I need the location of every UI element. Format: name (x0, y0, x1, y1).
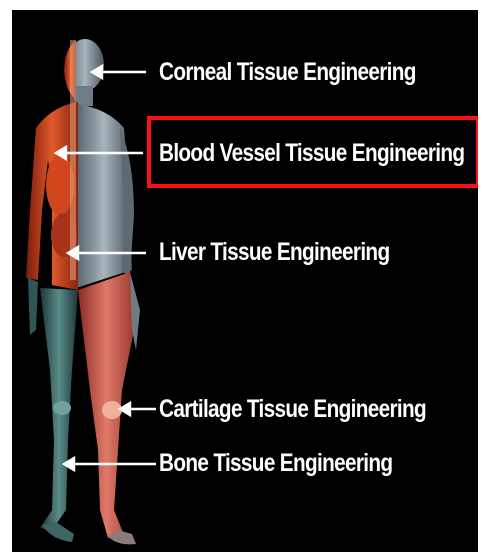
label-bone: Bone Tissue Engineering (159, 451, 392, 476)
corneal-arrow (92, 66, 146, 78)
label-cartilage: Cartilage Tissue Engineering (159, 397, 426, 422)
label-blood-vessel: Blood Vessel Tissue Engineering (159, 141, 464, 166)
cartilage-arrow (120, 403, 156, 415)
label-liver: Liver Tissue Engineering (159, 240, 389, 265)
label-corneal: Corneal Tissue Engineering (159, 60, 416, 85)
figure-frame: Corneal Tissue Engineering Blood Vessel … (12, 10, 478, 552)
skeleton-leg (28, 278, 78, 542)
